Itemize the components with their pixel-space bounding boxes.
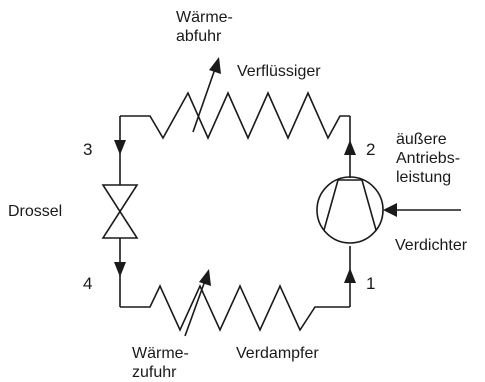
condenser-label: Verflüssiger xyxy=(237,63,321,80)
heat-rejection-label-line2: abfuhr xyxy=(176,28,222,46)
heat-rejection-label: Wärme- abfuhr xyxy=(176,8,233,46)
evaporator-label: Verdampfer xyxy=(236,345,319,362)
drive-power-arrowhead xyxy=(383,203,397,217)
drive-power-label-line1: äußere xyxy=(396,131,447,148)
drive-power-label-line2: Antriebs- xyxy=(396,150,461,168)
drive-power-label: äußere Antriebs- leistung xyxy=(396,130,460,188)
evaporator-zigzag xyxy=(120,284,350,332)
flow-arrow-4 xyxy=(114,262,126,277)
state-4-label: 4 xyxy=(83,274,93,293)
state-1-label: 1 xyxy=(366,274,376,293)
compressor-circle xyxy=(316,176,384,244)
throttle-label: Drossel xyxy=(8,203,63,220)
heat-supply-line xyxy=(184,277,207,337)
heat-rejection-label-line1: Wärme- xyxy=(176,9,233,26)
heat-supply-label: Wärme- zufuhr xyxy=(132,344,189,382)
state-3-label: 3 xyxy=(83,140,93,159)
heat-rejection-arrowhead xyxy=(209,57,221,74)
compressor-label: Verdichter xyxy=(395,237,468,254)
flow-arrow-3 xyxy=(114,140,126,155)
heat-supply-label-line1: Wärme- xyxy=(132,345,189,362)
drive-power-label-line3: leistung xyxy=(396,169,452,187)
flow-arrow-2 xyxy=(344,140,356,155)
throttle-valve xyxy=(101,184,139,239)
flow-arrow-1 xyxy=(344,268,356,283)
heat-supply-arrowhead xyxy=(199,269,211,286)
compressor-inner xyxy=(323,179,377,231)
state-2-label: 2 xyxy=(366,140,376,159)
condenser-zigzag xyxy=(120,91,350,140)
heat-rejection-line xyxy=(192,65,217,133)
heat-supply-label-line2: zufuhr xyxy=(132,364,177,382)
